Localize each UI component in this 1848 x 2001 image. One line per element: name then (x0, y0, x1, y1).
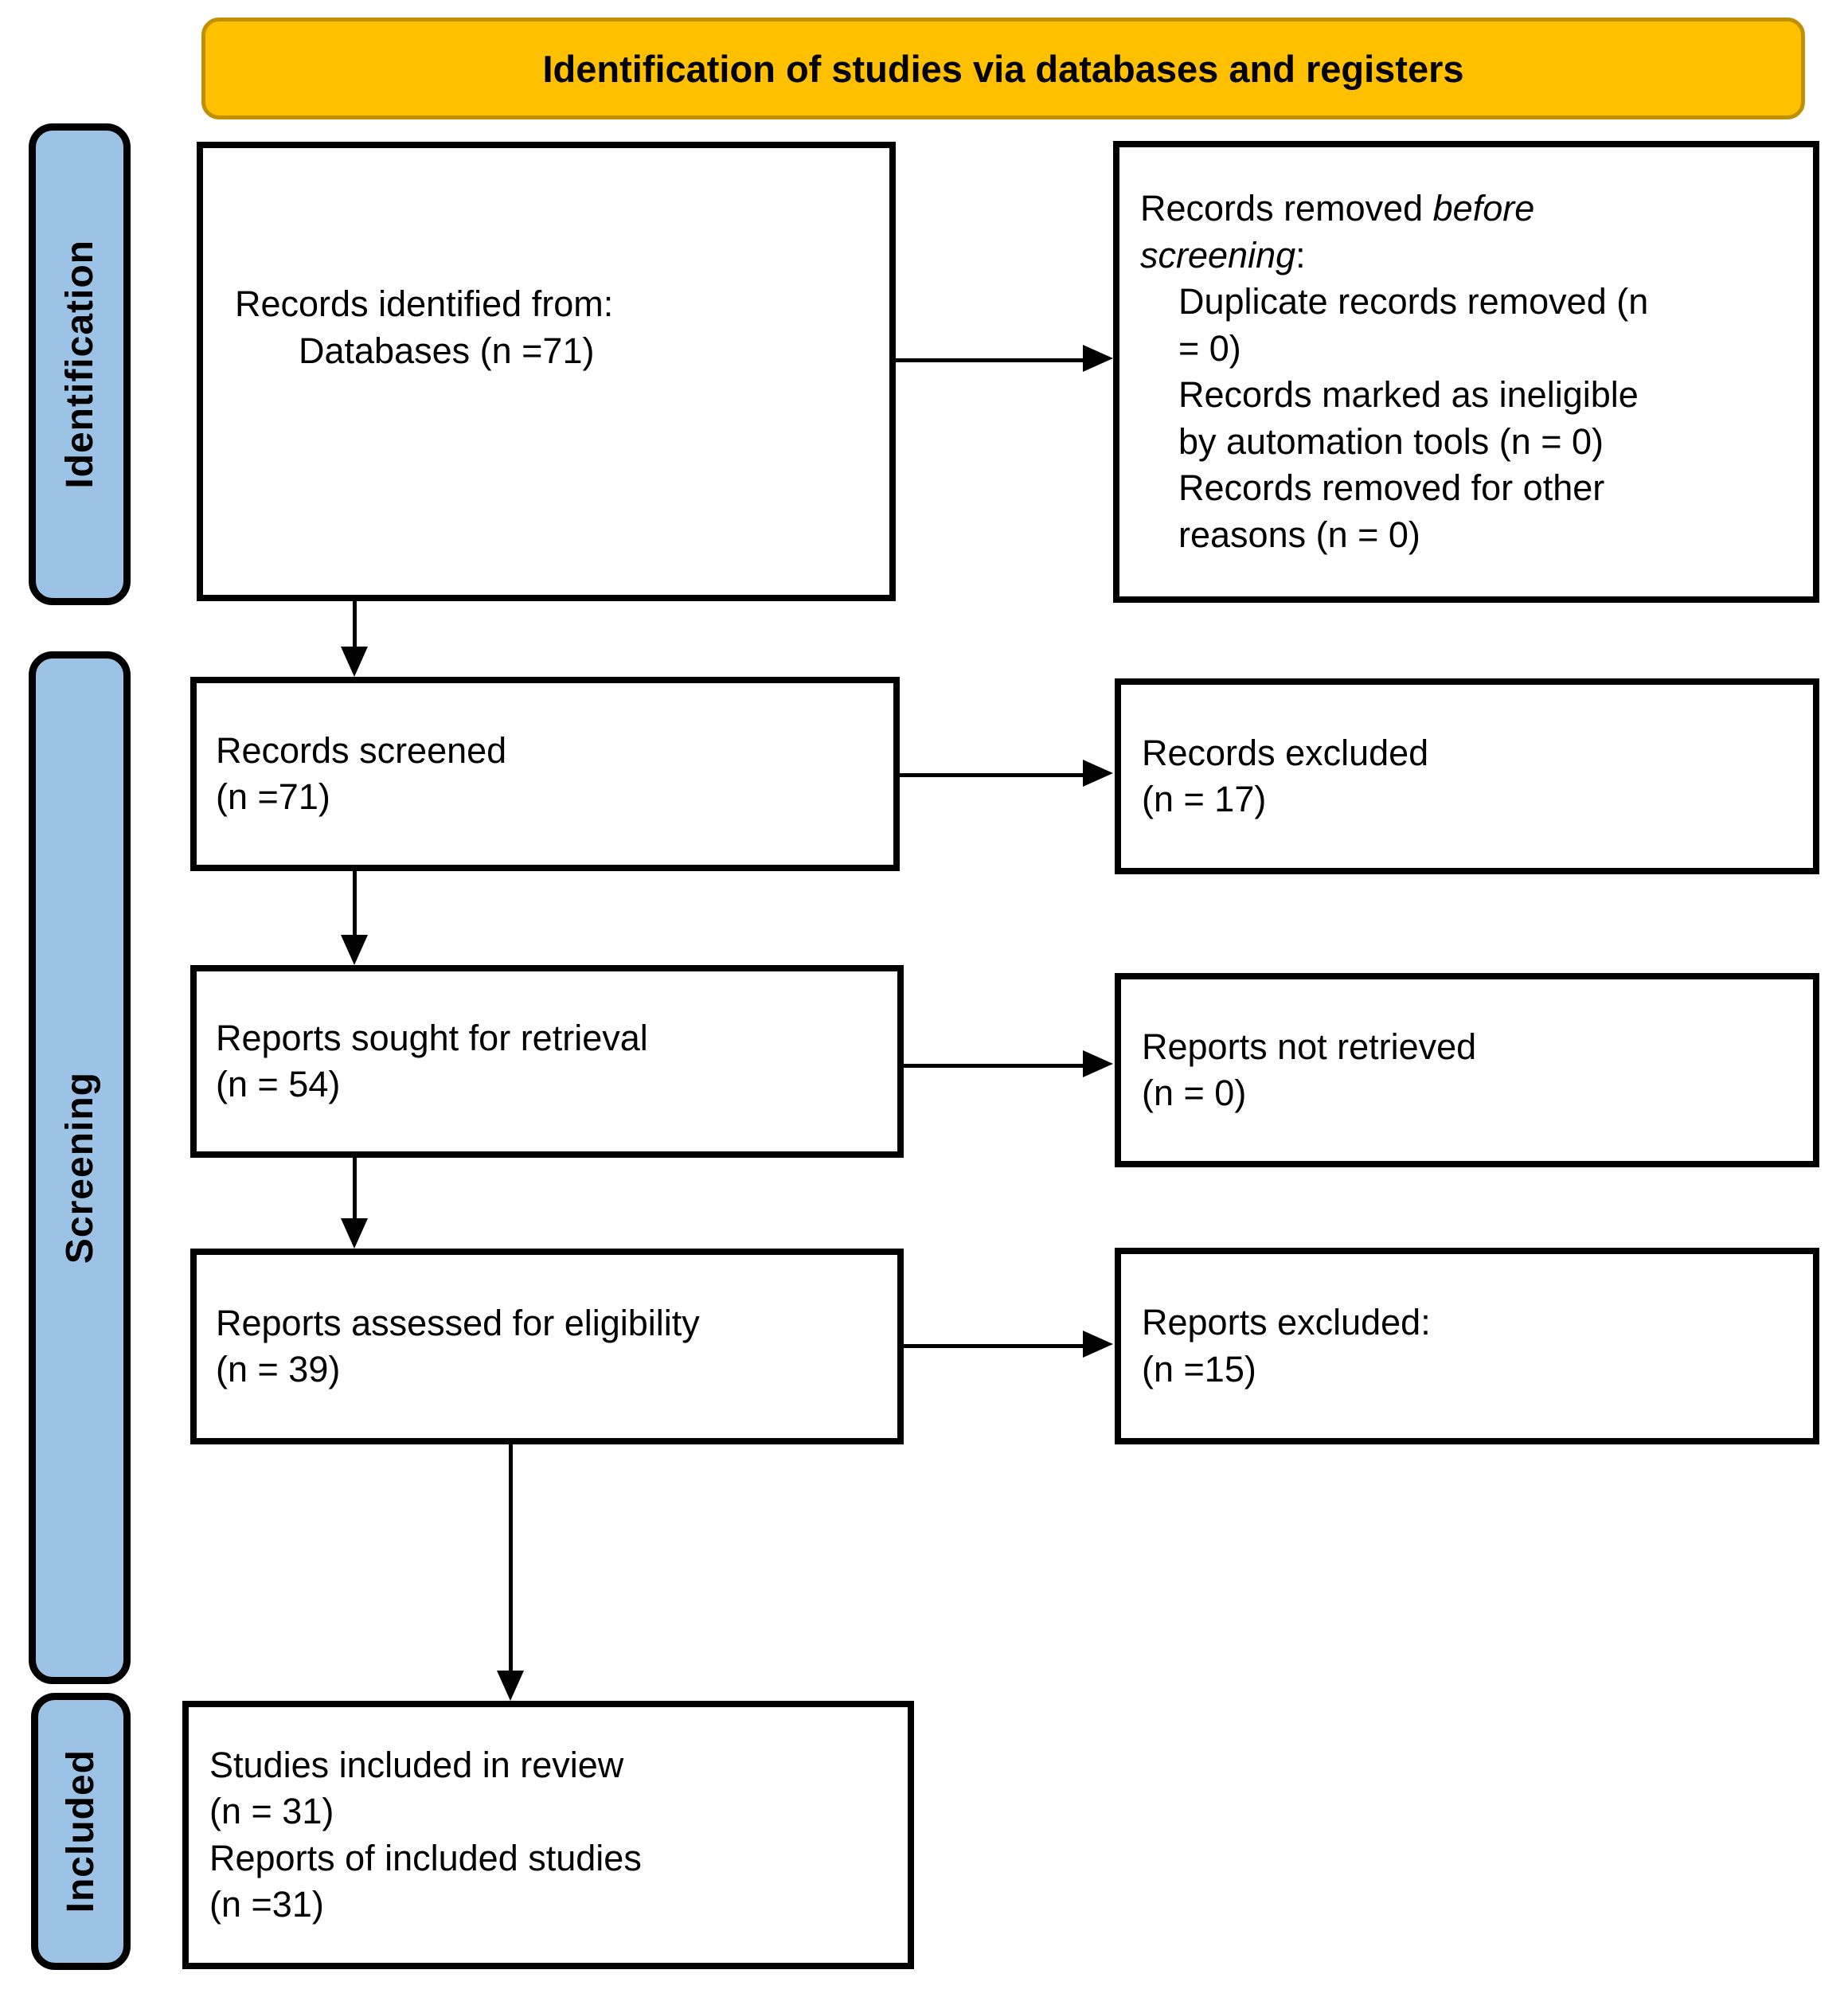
box-reports-not-retrieved: Reports not retrieved (n = 0) (1115, 973, 1819, 1167)
records-excluded-text: Records excluded (n = 17) (1142, 732, 1429, 820)
arrow-screened-to-sought-line (353, 871, 357, 936)
arrow-assessed-to-included-line (509, 1444, 513, 1674)
header-banner: Identification of studies via databases … (201, 18, 1805, 119)
arrow-screened-to-excluded-head (1083, 760, 1113, 787)
arrow-sought-to-notretrieved-head (1083, 1050, 1113, 1077)
stage-screening-label: Screening (58, 1071, 101, 1264)
records-removed-intro: Records removed before screening: (1140, 186, 1793, 279)
arrow-sought-to-assessed-line (353, 1158, 357, 1220)
reports-assessed-text: Reports assessed for eligibility (n = 39… (216, 1302, 700, 1390)
box-reports-assessed: Reports assessed for eligibility (n = 39… (190, 1249, 904, 1444)
reports-sought-text: Reports sought for retrieval (n = 54) (216, 1017, 648, 1105)
arrow-assessed-to-excluded-head (1083, 1331, 1113, 1358)
records-removed-intro-plain: Records removed (1140, 188, 1433, 229)
stage-screening: Screening (29, 651, 131, 1684)
arrow-sought-to-notretrieved-line (904, 1064, 1084, 1068)
arrow-identified-to-screened-head (341, 647, 368, 677)
arrow-identified-to-removed-line (896, 358, 1084, 362)
header-title: Identification of studies via databases … (542, 47, 1464, 90)
records-identified-line2: Databases (n =71) (299, 330, 595, 371)
studies-included-text: Studies included in review (n = 31) Repo… (209, 1744, 642, 1925)
arrow-screened-to-excluded-line (900, 773, 1084, 777)
stage-identification: Identification (29, 123, 131, 605)
records-removed-item-automation: Records marked as ineligible by automati… (1178, 374, 1639, 462)
arrow-identified-to-screened-line (353, 601, 357, 648)
box-reports-excluded: Reports excluded: (n =15) (1115, 1248, 1819, 1444)
records-removed-item-duplicates: Duplicate records removed (n = 0) (1178, 281, 1649, 369)
box-records-identified: Records identified from: Databases (n =7… (197, 142, 896, 601)
arrow-identified-to-removed-head (1083, 345, 1113, 372)
arrow-screened-to-sought-head (341, 935, 368, 965)
box-reports-sought: Reports sought for retrieval (n = 54) (190, 965, 904, 1158)
records-screened-text: Records screened (n =71) (216, 729, 507, 818)
stage-included: Included (31, 1693, 131, 1970)
stage-included-label: Included (60, 1749, 102, 1913)
box-records-excluded: Records excluded (n = 17) (1115, 678, 1819, 874)
arrow-assessed-to-included-head (497, 1671, 524, 1701)
reports-excluded-text: Reports excluded: (n =15) (1142, 1302, 1431, 1389)
box-studies-included: Studies included in review (n = 31) Repo… (182, 1701, 914, 1969)
box-records-screened: Records screened (n =71) (190, 677, 900, 871)
arrow-assessed-to-excluded-line (904, 1344, 1084, 1348)
records-removed-intro-italic: before screening (1140, 188, 1535, 276)
records-identified-line1: Records identified from: (235, 283, 614, 324)
box-records-removed: Records removed before screening: Duplic… (1113, 141, 1819, 603)
arrow-sought-to-assessed-head (341, 1218, 368, 1249)
reports-not-retrieved-text: Reports not retrieved (n = 0) (1142, 1026, 1477, 1114)
stage-identification-label: Identification (58, 240, 101, 489)
records-removed-intro-colon: : (1295, 234, 1306, 276)
records-removed-item-other: Records removed for other reasons (n = 0… (1178, 467, 1605, 555)
